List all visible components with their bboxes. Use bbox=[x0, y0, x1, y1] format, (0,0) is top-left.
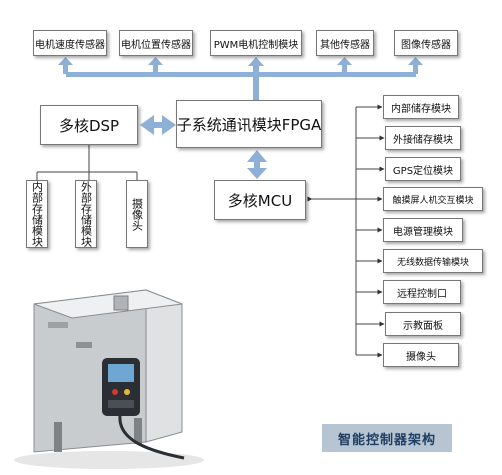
sensor-other: 其他传感器 bbox=[316, 30, 374, 56]
sensor-image: 图像传感器 bbox=[394, 30, 458, 56]
pwm-motor-control-module: PWM电机控制模块 bbox=[210, 30, 302, 56]
mcu-wireless-transmission: 无线数据传输模块 bbox=[383, 249, 483, 273]
mcu-camera: 摄像头 bbox=[383, 343, 459, 367]
fpga-comm-module-block: 子系统通讯模块FPGA bbox=[176, 100, 322, 148]
controller-cabinet-image bbox=[14, 289, 204, 469]
mcu-gps-module: GPS定位模块 bbox=[385, 157, 461, 181]
mcu-touchscreen-hmi: 触摸屏人机交互模块 bbox=[383, 187, 483, 211]
mcu-external-storage: 外接储存模块 bbox=[385, 126, 461, 150]
fpga-mcu-arrow bbox=[247, 150, 267, 179]
multicore-mcu-block: 多核MCU bbox=[214, 180, 306, 220]
diagram-caption: 智能控制器架构 bbox=[322, 424, 452, 452]
multicore-dsp-block: 多核DSP bbox=[40, 105, 138, 145]
mcu-tree bbox=[307, 104, 385, 358]
sensor-motor-position: 电机位置传感器 bbox=[119, 30, 193, 56]
dsp-fpga-arrow bbox=[140, 115, 176, 135]
sensor-motor-speed: 电机速度传感器 bbox=[33, 30, 107, 56]
dsp-camera: 摄像头 bbox=[126, 180, 148, 248]
mcu-remote-control-port: 远程控制口 bbox=[383, 280, 461, 304]
mcu-teach-pendant: 示教面板 bbox=[385, 312, 461, 336]
dsp-internal-storage: 内部存储模块 bbox=[26, 180, 48, 248]
dsp-tree bbox=[36, 145, 138, 180]
sensor-bus bbox=[58, 57, 423, 100]
dsp-external-storage: 外部存储模块 bbox=[75, 180, 97, 248]
mcu-power-management: 电源管理模块 bbox=[383, 218, 463, 242]
mcu-internal-storage: 内部储存模块 bbox=[383, 95, 459, 119]
